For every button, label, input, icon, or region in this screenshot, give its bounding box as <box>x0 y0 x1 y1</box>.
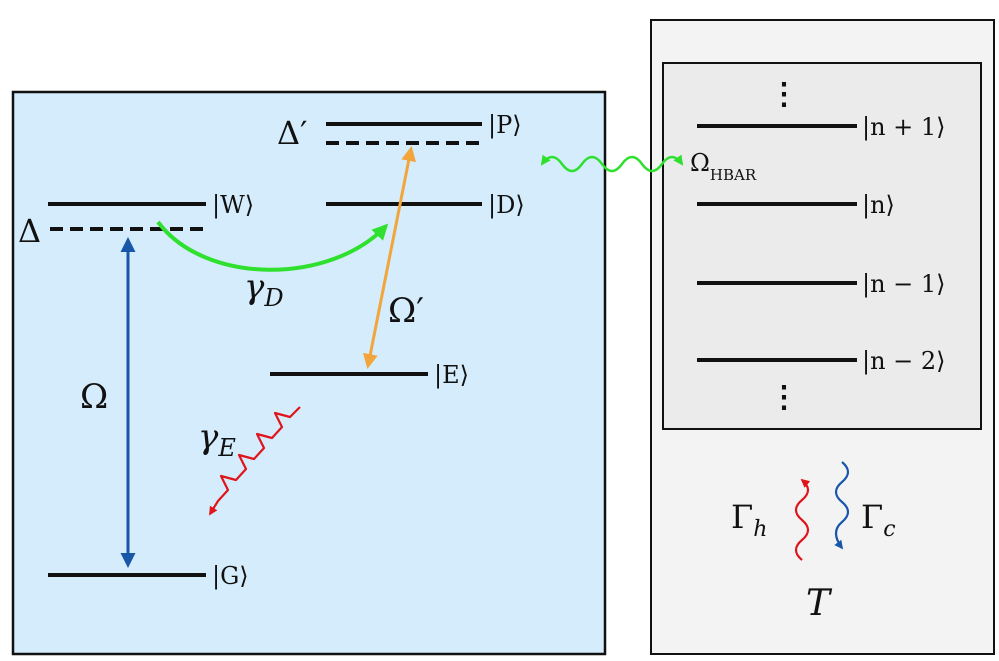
gamma-h-subscript: h <box>753 517 767 542</box>
level-n-minus-1-label: |n − 1⟩ <box>862 270 946 299</box>
gamma-e-subscript: E <box>217 434 236 462</box>
gamma-d-base: γ <box>244 267 265 307</box>
level-n-plus-1-label: |n + 1⟩ <box>862 113 946 142</box>
level-p-label: |P⟩ <box>488 111 522 140</box>
gamma-c-label: Γc <box>861 498 896 542</box>
level-n-label: |n⟩ <box>862 191 895 220</box>
gamma-e-wave <box>209 406 301 516</box>
level-d-label: |D⟩ <box>488 191 525 220</box>
gamma-h-wave <box>794 478 811 561</box>
gamma-d-label: γD <box>244 267 284 312</box>
temperature-label: T <box>806 583 833 624</box>
level-w-label: |W⟩ <box>212 191 254 220</box>
hbar-coupling-wave <box>540 154 684 173</box>
level-e-label: |E⟩ <box>434 361 469 390</box>
phonon-dots-bottom: ⋮ <box>769 380 799 415</box>
omega-label: Ω <box>80 377 108 417</box>
gamma-e-label: γE <box>198 417 236 462</box>
hbar-subscript: HBAR <box>710 166 757 184</box>
omega-prime-arrow <box>362 146 417 369</box>
gamma-c-subscript: c <box>883 517 895 542</box>
gamma-c-base: Γ <box>861 498 883 536</box>
gamma-e-base: γ <box>198 417 219 457</box>
level-n-minus-2-label: |n − 2⟩ <box>862 347 946 376</box>
level-g-label: |G⟩ <box>212 562 249 591</box>
phonon-dots-top: ⋮ <box>769 77 799 112</box>
delta-prime-label: Δ′ <box>277 114 307 152</box>
hbar-base: Ω <box>690 149 710 177</box>
hbar-coupling-label: ΩHBAR <box>690 149 757 184</box>
gamma-d-subscript: D <box>263 284 283 312</box>
gamma-d-arrow <box>156 220 389 272</box>
delta-label: Δ <box>18 212 41 250</box>
gamma-c-wave <box>834 461 850 550</box>
gamma-h-base: Γ <box>731 498 753 536</box>
gamma-h-label: Γh <box>731 498 767 542</box>
omega-prime-label: Ω′ <box>388 291 424 331</box>
